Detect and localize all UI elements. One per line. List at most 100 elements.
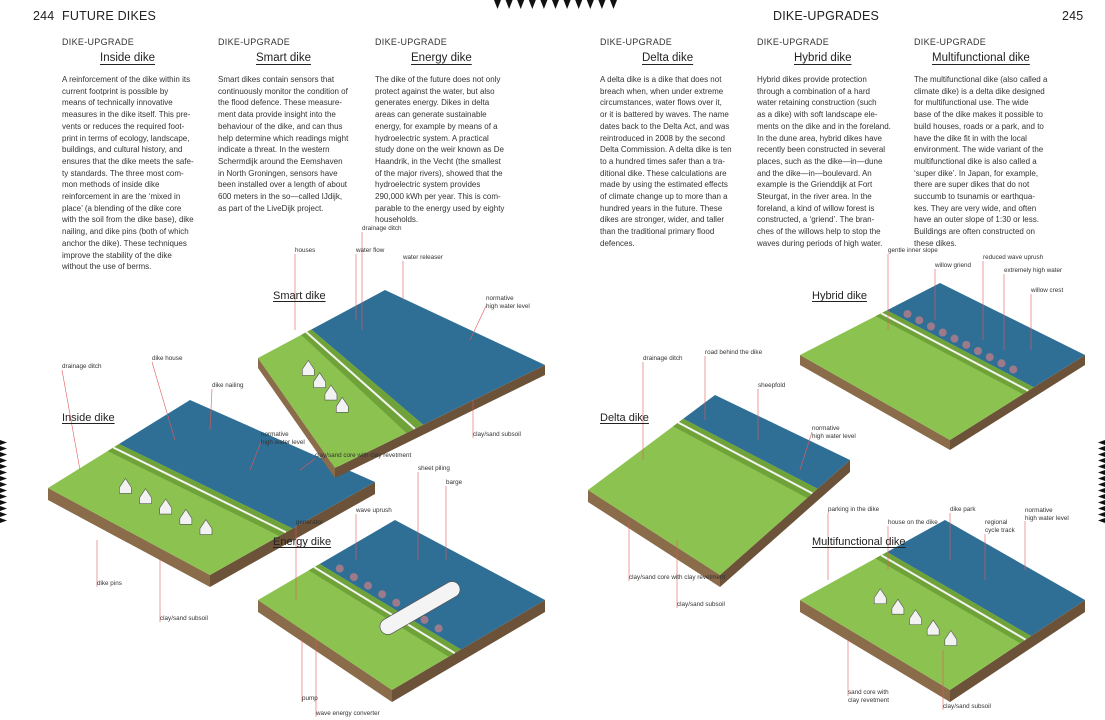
- kicker-smart: DIKE-UPGRADE: [218, 37, 291, 47]
- triangle-marker: [1098, 446, 1105, 451]
- title-energy: Energy dike: [411, 52, 472, 64]
- label: road behind the dike: [705, 349, 763, 356]
- willow-tree: [950, 334, 959, 343]
- willow-tree: [1009, 365, 1018, 374]
- soil-face: [588, 490, 720, 587]
- triangle-marker: [586, 0, 594, 9]
- willow-tree: [903, 310, 912, 319]
- label: clay/sand core with clay revetment: [315, 452, 412, 459]
- triangle-marker: [1098, 518, 1105, 523]
- label: clay/sand core with clay revetment: [629, 574, 726, 581]
- label: reduced wave uprush: [983, 254, 1044, 261]
- label: houses: [295, 247, 316, 254]
- land-surface: [258, 329, 424, 468]
- house: [324, 384, 338, 401]
- body-energy: The dike of the future does not only pro…: [375, 75, 505, 225]
- label: normative high water level: [812, 425, 856, 440]
- triangle-marker: [0, 500, 7, 505]
- body-inside: A reinforcement of the dike within its c…: [62, 75, 194, 272]
- label: gentle inner slope: [888, 247, 938, 254]
- title-smart: Smart dike: [256, 52, 311, 64]
- label: clay/sand subsoil: [160, 615, 208, 622]
- triangle-marker: [598, 0, 606, 9]
- willow-tree: [985, 353, 994, 362]
- label: dike house: [152, 355, 183, 362]
- soil-face: [48, 488, 210, 587]
- land-surface: [258, 564, 461, 690]
- label: clay/sand subsoil: [677, 601, 725, 608]
- water-surface: [319, 520, 545, 650]
- dike-road: [677, 421, 813, 495]
- label: normative high water level: [486, 295, 530, 310]
- willow-tree: [335, 564, 344, 573]
- water-surface: [119, 400, 375, 529]
- page-number-right: 245: [1062, 9, 1084, 23]
- triangle-marker: [1098, 440, 1105, 445]
- soil-face: [210, 482, 375, 587]
- soil-face: [950, 355, 1085, 450]
- label: drainage ditch: [362, 225, 402, 232]
- triangle-marker: [0, 446, 7, 451]
- triangle-marker: [563, 0, 571, 9]
- house: [891, 598, 905, 615]
- willow-tree: [974, 346, 983, 355]
- soil-face: [950, 600, 1085, 702]
- willow-tree: [434, 624, 443, 633]
- label: clay/sand subsoil: [943, 703, 991, 710]
- label: generator: [296, 519, 323, 526]
- triangle-marker: [505, 0, 513, 9]
- soil-face: [800, 600, 950, 702]
- land-surface: [800, 310, 1034, 440]
- triangle-marker: [1098, 482, 1105, 487]
- triangle-marker: [575, 0, 583, 9]
- triangle-marker: [0, 440, 7, 445]
- label: pump: [302, 695, 318, 702]
- triangle-marker: [528, 0, 536, 9]
- barge: [379, 581, 461, 635]
- label: wave energy converter: [316, 710, 380, 717]
- leader-line: [299, 458, 316, 471]
- triangle-marker: [1098, 512, 1105, 517]
- label: clay/sand subsoil: [473, 431, 521, 438]
- triangle-marker: [0, 452, 7, 457]
- dike-road: [112, 446, 287, 534]
- label: drainage ditch: [62, 363, 102, 370]
- leader-lines: [61, 232, 1032, 717]
- label: water releaser: [403, 254, 443, 261]
- triangle-marker: [1098, 494, 1105, 499]
- delta-diagram: [588, 395, 850, 587]
- house: [909, 609, 922, 625]
- kicker-hybrid: DIKE-UPGRADE: [757, 37, 830, 47]
- house: [926, 619, 940, 636]
- house: [139, 488, 152, 505]
- title-inside: Inside dike: [100, 52, 155, 64]
- dike-road: [880, 312, 1029, 392]
- willow-tree: [938, 328, 947, 337]
- triangle-marker: [0, 488, 7, 493]
- soil-face: [720, 460, 850, 587]
- leader-line: [151, 361, 176, 441]
- label: dike nailing: [212, 382, 244, 389]
- label: extremely high water: [1004, 267, 1063, 274]
- multi-diagram: [800, 520, 1085, 702]
- triangle-marker: [1098, 500, 1105, 505]
- kicker-delta: DIKE-UPGRADE: [600, 37, 673, 47]
- hybrid-diagram: [800, 283, 1085, 450]
- soil-face: [335, 365, 545, 478]
- dike-road: [880, 554, 1027, 641]
- house: [313, 372, 326, 389]
- willow-tree: [378, 590, 387, 599]
- label: wave uprush: [356, 507, 392, 514]
- diagram-title-inside: Inside dike: [62, 412, 115, 424]
- label: parking in the dike: [828, 506, 880, 513]
- willow-tree: [364, 581, 373, 590]
- house: [199, 519, 213, 535]
- label: normative high water level: [261, 431, 305, 446]
- house: [301, 359, 315, 376]
- house: [873, 588, 887, 605]
- triangle-marker: [540, 0, 548, 9]
- willow-tree: [997, 359, 1006, 368]
- label: dike park: [950, 506, 976, 513]
- leader-line: [249, 441, 262, 471]
- water-surface: [887, 520, 1085, 636]
